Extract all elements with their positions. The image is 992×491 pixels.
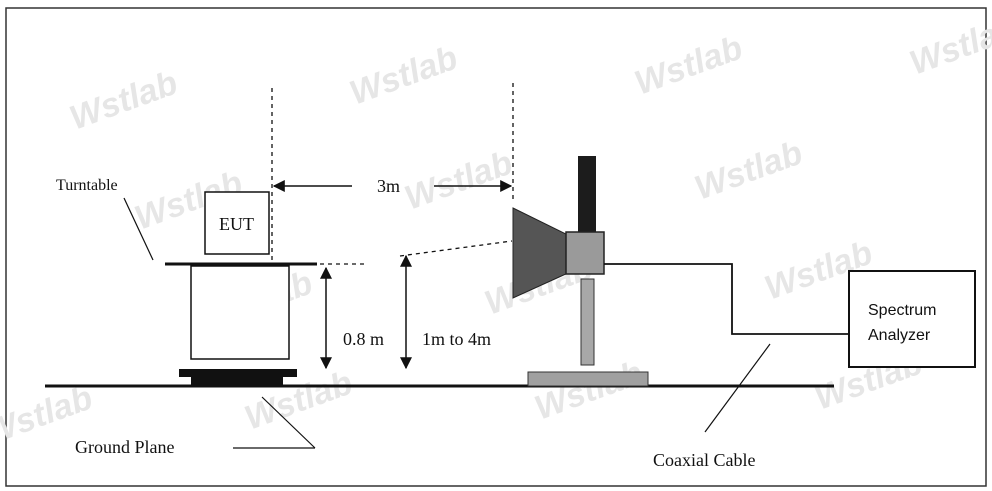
antenna-mast-top xyxy=(578,156,596,232)
watermark: Wstlab xyxy=(905,9,992,83)
turntable-stand xyxy=(190,265,290,360)
turntable-leader-line xyxy=(123,197,154,261)
watermark: Wstlab xyxy=(630,29,748,103)
coaxial-cable-leader-line xyxy=(704,343,771,433)
eut-label: EUT xyxy=(219,214,254,234)
watermark: Wstlab xyxy=(690,134,808,208)
frame xyxy=(5,7,987,487)
spectrum-analyzer-box xyxy=(848,270,976,368)
watermark: Wstlab xyxy=(65,64,183,138)
antenna-mast-base xyxy=(527,371,649,387)
ground-plane-label: Ground Plane xyxy=(75,437,174,457)
coaxial-cable xyxy=(604,263,849,335)
eut-box xyxy=(204,191,270,255)
spectrum-analyzer-label-line1: Spectrum xyxy=(868,302,936,319)
watermark: Wstlab xyxy=(400,144,518,218)
coaxial-cable-label: Coaxial Cable xyxy=(653,450,755,470)
spectrum-analyzer-label-line2: Analyzer xyxy=(868,327,931,344)
antenna-mast-lower xyxy=(580,278,595,366)
distance-label: 3m xyxy=(377,176,400,196)
antenna-feed-box xyxy=(565,231,605,275)
turntable-base-foot xyxy=(191,377,283,386)
table-height-label: 0.8 m xyxy=(343,329,384,349)
turntable-label: Turntable xyxy=(56,177,118,194)
turntable-base xyxy=(179,369,297,377)
ground-plane-leader-line xyxy=(261,396,316,449)
antenna-height-reference xyxy=(399,240,513,257)
watermark: Wstlab xyxy=(345,39,463,113)
antenna-height-label: 1m to 4m xyxy=(422,329,491,349)
